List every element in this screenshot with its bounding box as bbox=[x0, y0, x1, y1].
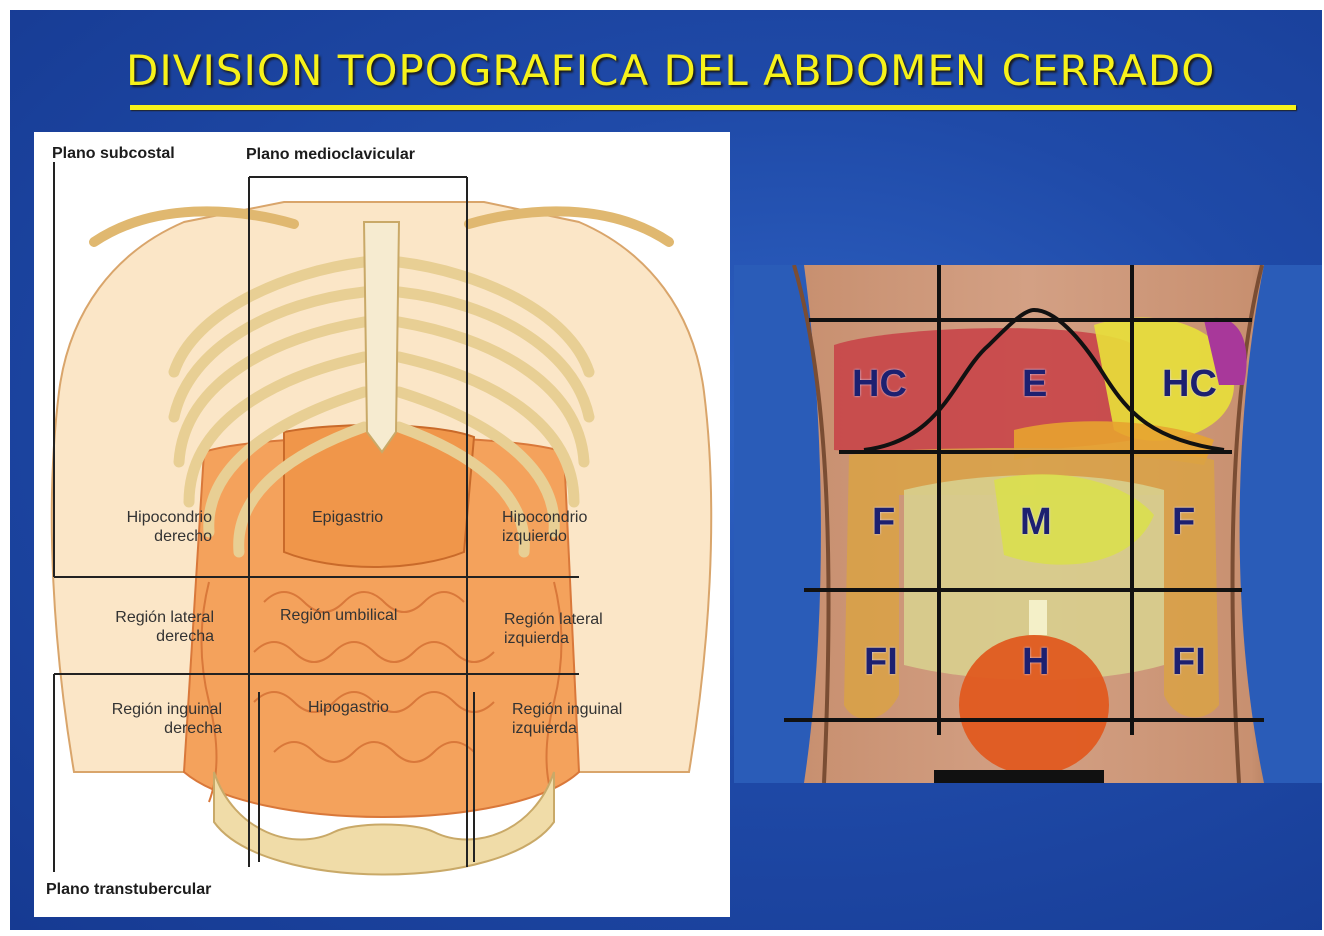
abdomen-photo-panel: HC E HC F M F FI H FI bbox=[734, 265, 1322, 783]
code-h: H bbox=[1022, 641, 1049, 684]
region-label-line1: Región lateral bbox=[504, 610, 603, 629]
region-label-line1: Región lateral bbox=[64, 608, 214, 627]
region-label-line1: Región inguinal bbox=[54, 700, 222, 719]
region-hipocondrio-izquierdo: Hipocondrio izquierdo bbox=[502, 508, 587, 546]
slide-title: DIVISION TOPOGRAFICA DEL ABDOMEN CERRADO bbox=[126, 46, 1296, 110]
plane-label-transtubercular: Plano transtubercular bbox=[46, 880, 211, 899]
region-label-line2: derecho bbox=[74, 527, 212, 546]
region-inguinal-izquierda: Región inguinal izquierda bbox=[512, 700, 622, 738]
region-inguinal-derecha: Región inguinal derecha bbox=[54, 700, 222, 738]
region-label-line1: Hipocondrio bbox=[502, 508, 587, 527]
code-f-left: F bbox=[872, 501, 895, 544]
code-hc-right: HC bbox=[1162, 363, 1217, 406]
region-hipogastrio: Hipogastrio bbox=[308, 698, 389, 717]
region-label-line1: Región inguinal bbox=[512, 700, 622, 719]
region-label-line2: derecha bbox=[64, 627, 214, 646]
region-lateral-izquierda: Región lateral izquierda bbox=[504, 610, 603, 648]
code-fi-right: FI bbox=[1172, 641, 1206, 684]
region-label-line1: Hipocondrio bbox=[74, 508, 212, 527]
code-f-right: F bbox=[1172, 501, 1195, 544]
region-hipocondrio-derecho: Hipocondrio derecho bbox=[74, 508, 212, 546]
region-umbilical: Región umbilical bbox=[280, 606, 397, 625]
code-hc-left: HC bbox=[852, 363, 907, 406]
region-label-line2: derecha bbox=[54, 719, 222, 738]
region-label-line2: izquierdo bbox=[502, 527, 587, 546]
code-m: M bbox=[1020, 501, 1052, 544]
code-e: E bbox=[1022, 363, 1047, 406]
plane-label-subcostal: Plano subcostal bbox=[52, 144, 175, 163]
region-label-line2: izquierda bbox=[512, 719, 622, 738]
region-lateral-derecha: Región lateral derecha bbox=[64, 608, 214, 646]
region-label-line2: izquierda bbox=[504, 629, 603, 648]
region-epigastrio: Epigastrio bbox=[312, 508, 383, 527]
plane-label-medioclavicular: Plano medioclavicular bbox=[246, 145, 415, 164]
anatomy-illustration-panel: Plano subcostal Plano medioclavicular Pl… bbox=[34, 132, 730, 917]
title-underline bbox=[130, 105, 1296, 110]
code-fi-left: FI bbox=[864, 641, 898, 684]
